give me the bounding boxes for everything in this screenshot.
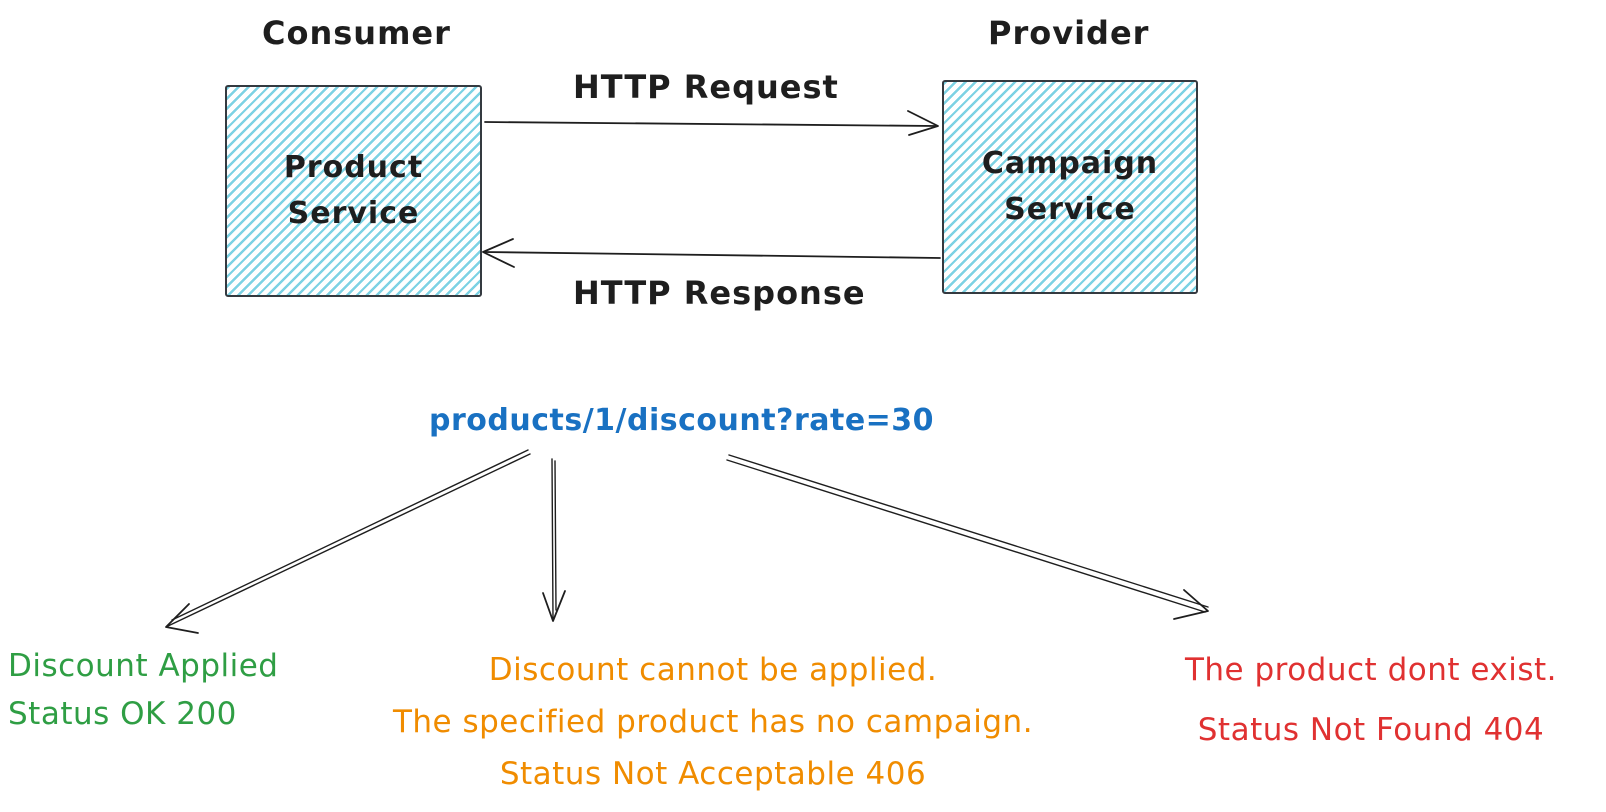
outcome-not-acceptable-line1: Discount cannot be applied. xyxy=(488,652,938,688)
http-request-label: HTTP Request xyxy=(573,68,839,106)
consumer-role-label: Consumer xyxy=(262,14,451,52)
outcome-success-line2: Status OK 200 xyxy=(8,696,237,732)
campaign-service-label: Campaign Service xyxy=(981,145,1159,228)
campaign-service-box: Campaign Service xyxy=(942,80,1198,294)
outcome-not-acceptable: Discount cannot be applied. The specifie… xyxy=(340,644,1086,800)
http-response-arrow xyxy=(482,238,941,268)
arrow-to-not-found xyxy=(726,454,1209,620)
product-service-box: Product Service xyxy=(225,85,482,297)
http-request-arrow xyxy=(484,110,939,136)
outcome-success-line1: Discount Applied xyxy=(8,648,279,684)
outcome-not-found-line1: The product dont exist. xyxy=(1184,652,1558,688)
outcome-not-acceptable-line3: Status Not Acceptable 406 xyxy=(499,756,927,792)
http-response-label: HTTP Response xyxy=(573,274,866,312)
arrow-to-not-acceptable xyxy=(542,458,566,622)
provider-role-label: Provider xyxy=(988,14,1150,52)
outcome-success: Discount Applied Status OK 200 xyxy=(8,642,279,738)
request-url-text: products/1/discount?rate=30 xyxy=(429,403,935,438)
outcome-not-acceptable-line2: The specified product has no campaign. xyxy=(392,704,1034,740)
outcome-not-found-line2: Status Not Found 404 xyxy=(1197,712,1545,748)
arrow-to-success xyxy=(165,449,531,634)
outcome-not-found: The product dont exist. Status Not Found… xyxy=(1140,640,1602,760)
product-service-label: Product Service xyxy=(283,149,424,232)
